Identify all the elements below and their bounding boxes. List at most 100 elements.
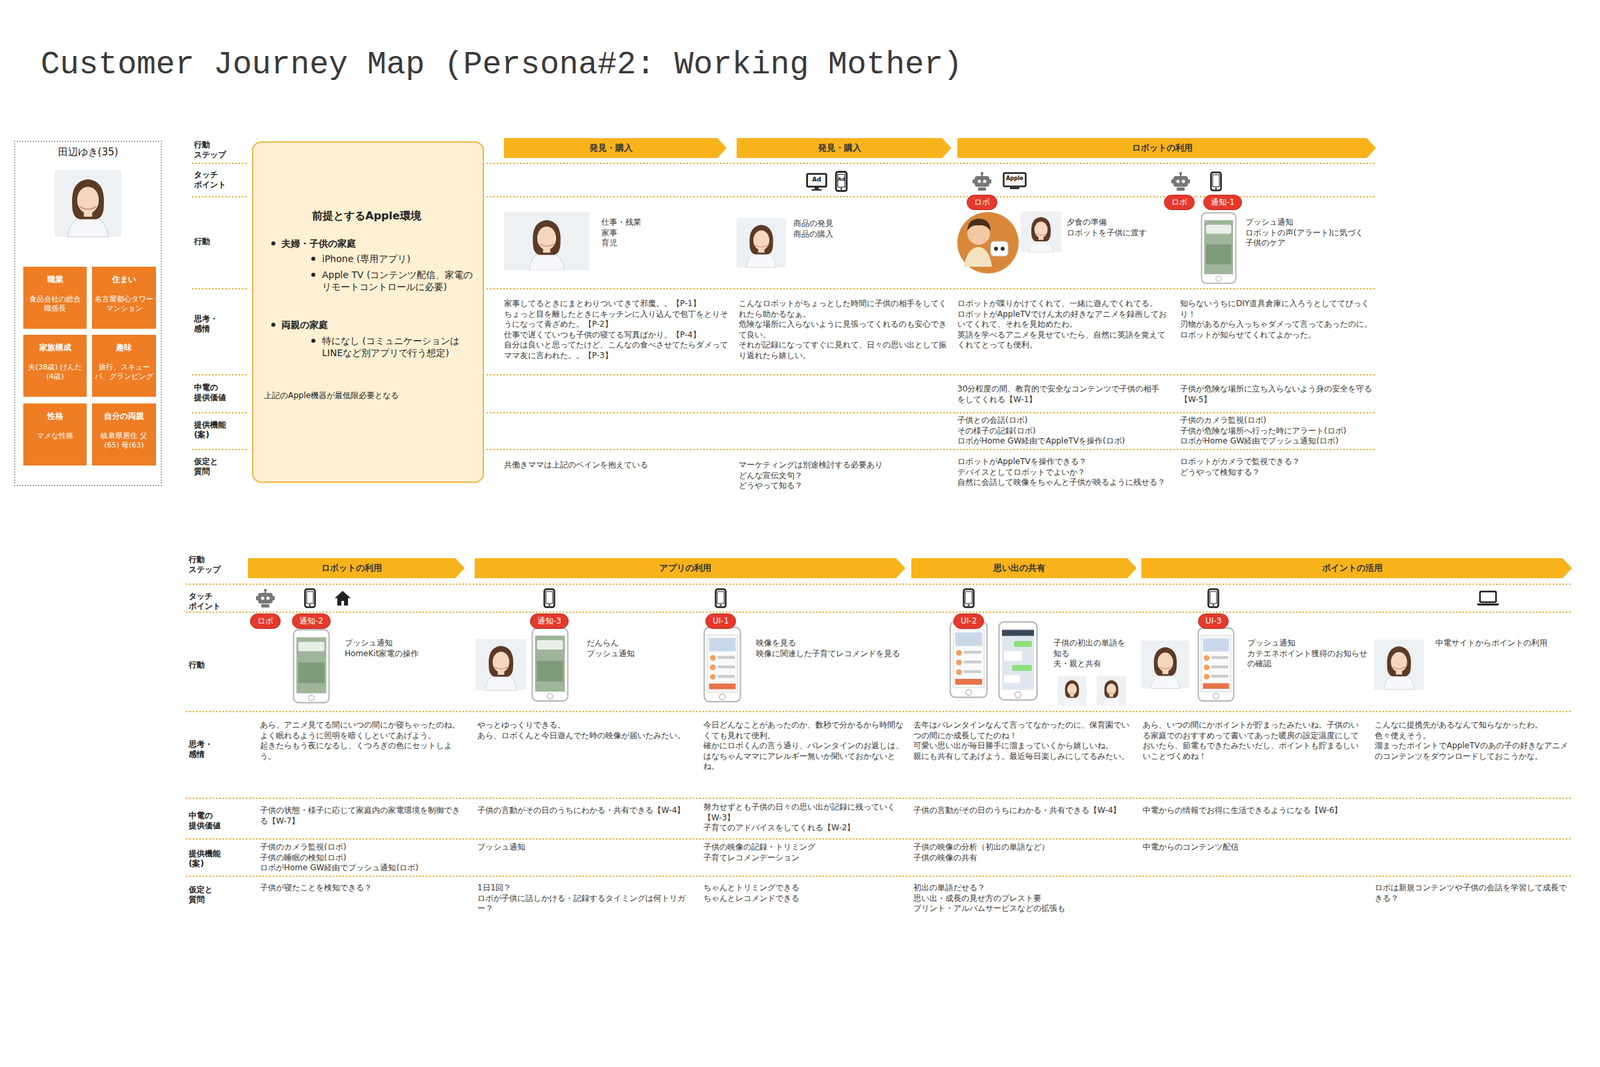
cell-text: ロボは新規コンテンツや子供の会話を学習して成長できる？ [1374,882,1570,904]
cell-text: 子供の映像の分析（初出の単語など）子供の映像の共有 [913,842,1135,863]
cell-text: ロボットがカメラで監視できる？どうやって検知する？ [1180,456,1375,478]
text-line: 子供の言動がその日のうちにわかる・共有できる【W-4】 [477,805,698,816]
text-line: 共働きママは上記のペインを抱えている [504,460,724,471]
text-line: 子供が危険な場所に立ち入らないよう身の安全を守る【W-5】 [1180,384,1375,405]
text-line: ロボットを子供に渡す [1066,228,1172,239]
text-line: プッシュ通知 [586,648,697,660]
node-text: 発見・購入 [736,138,952,158]
node-text: 夫(38歳) けんた(4歳) [26,362,84,382]
row-label: 中電の 提供価値 [194,382,232,403]
node-text: 上記のApple機器が最低限必要となる [264,390,478,402]
cell-text: 中電からの情報でお得に生活できるようになる【W-6】 [1142,805,1366,816]
text-line: 子供との会話(ロボ) [957,415,1174,426]
cell-text: 映像を見る映像に関連した子育てレコメンドを見る [756,638,906,659]
node-text: 前提とするApple環境 [312,209,479,224]
site-photo [1374,639,1424,690]
page-title: Customer Journey Map (Persona#2: Working… [40,46,963,83]
relax-photo [475,638,527,690]
node-text: ロボ [974,195,990,210]
text-line: ロボがHome GW経由でプッシュ通知(ロボ) [1180,436,1375,447]
robot-child-photo [957,212,1019,274]
bullet-dot [311,272,316,277]
touchpoint-badge: UI-2 [953,613,984,629]
text-line: HomeKit家電の操作 [344,648,462,660]
text-line: 中電からの情報でお得に生活できるようになる【W-6】 [1142,805,1366,816]
step-chevron: ロボットの利用 [248,558,465,578]
cell-text: 夕食の準備ロボットを子供に渡す [1066,217,1172,238]
row-label: タッチ ポイント [194,170,232,190]
text-line: 子供の言動がその日のうちにわかる・共有できる【W-4】 [913,805,1135,816]
node-text: 旅行、スキューバ、グランピング [94,362,154,382]
notification-screen [532,628,568,701]
chevron-fill [474,558,906,578]
node-text: 田辺ゆき(35) [15,146,161,159]
text-line: こんなに提携先があるなんて知らなかったわ。 [1374,720,1570,731]
text-line: その様子の記録(ロボ) [957,426,1174,437]
text-line: 努力せずとも子供の日々の思い出が記録に残っていく【W-3】 [703,802,909,823]
text-line: 子育てレコメンデーション [703,852,909,864]
home-icon [334,590,351,606]
cell-text: 家事してるときにまとわりついてきて邪魔。。【P-1】ちょっと目を離したときにキッ… [504,298,729,362]
text-line: 子供の映像の記録・トリミング [703,842,909,853]
text-line: 仕事で遅くていつも子供の寝てる写真ばかり。【P-4】 [504,330,729,341]
row-label: 行動 ステップ [194,140,232,160]
node-text: アプリの利用 [474,558,906,578]
profile-tile: 住まい名古屋都心タワーマンション [92,266,156,329]
chevron-fill [504,138,727,158]
text-line: プリント・アルバムサービスなどの拡張も [913,903,1135,914]
tile-heading: 職業 [47,274,64,286]
text-line: 初出の単語だせる？ [913,882,1135,894]
discover-photo [736,218,786,268]
text-line: 危険な場所に入らないように見張ってくれるのも安心できて良い。 [738,319,951,340]
cell-text: 子供の言動がその日のうちにわかる・共有できる【W-4】 [477,805,698,816]
cell-text: あら、いつの間にかポイントが貯まったみたいね。子供のいる家庭でのおすすめって書い… [1142,720,1366,762]
cell-text: 子供のカメラ監視(ロボ)子供が危険な場所へ行った時にアラート(ロボ)ロボがHom… [1180,415,1375,447]
phone-icon [1211,172,1222,191]
cell-text: 努力せずとも子供の日々の思い出が記録に残っていく【W-3】子育てのアドバイスをし… [703,802,909,834]
phone-icon [716,589,726,608]
text-line: 思い出・成長の見せ方のブレスト要 [913,893,1135,904]
step-chevron: 発見・購入 [736,138,952,158]
text-line: プッシュ通知 [1247,638,1368,649]
text-line: タッチ ポイント [188,591,226,612]
text-line: 仕事・残業 [601,217,715,228]
text-line: 溜まったポイントでAppleTVのあの子の好きなアニメのコンテンツをダウンロード… [1374,740,1570,762]
text-line: 去年はバレンタインなんて言ってなかったのに、保育園でいつの間にか成長してたのね！ [913,720,1135,741]
phone-icon [544,589,555,608]
chat-screen [999,622,1038,700]
profile-tile: 家族構成夫(38歳) けんた(4歳) [23,334,87,397]
cell-text: あら、アニメ見てる間にいつの間にか寝ちゃったのね。よく眠れるように照明を暗くしと… [260,720,464,762]
stressed-photo [518,212,576,270]
family-photo [1057,676,1087,706]
text-line: 親にも共有してあげよう。最近毎日楽しみにしてるみたい。 [913,751,1135,762]
row-label: 行動 [188,660,226,670]
node-text: UI-3 [1205,614,1222,628]
row-label: 中電の 提供価値 [188,810,226,831]
persona-card: 田辺ゆき(35)職業食品会社の総合職係長住まい名古屋都心タワーマンション家族構成… [14,140,162,486]
cell-text: 子供が寝たことを検知できる？ [260,882,464,894]
text-line: 子供の睡眠の検知(ロボ) [260,852,464,864]
cell-text: 子供の状態・様子に応じて家庭内の家電環境を制御できる【W-7】 [260,805,464,826]
step-chevron: ポイントの活用 [1141,558,1572,578]
text-line: 英語を学べるアニメを見せていたら、自然に英語を覚えてくれてとっても便利。 [957,330,1172,351]
text-line: ロボが子供に話しかける・記録するタイミングは何トリガー？ [477,893,698,914]
text-line: 子供が寝たことを検知できる？ [260,882,464,894]
node-text: 発見・購入 [504,138,727,158]
text-line: ロボがHome GW経由でプッシュ通知(ロボ) [260,862,464,874]
cell-text: プッシュ通知カテエネポイント獲得のお知らせの確認 [1247,638,1368,670]
node-text: UI-1 [712,614,729,628]
chevron-fill [736,138,952,158]
text-line: どんな宣伝文句？ [738,470,951,482]
text-line: ロボットが喋りかけてくれて、一緒に遊んでくれてる。 [957,298,1172,310]
robot-icon [972,172,992,191]
tile-heading: 自分の両親 [104,410,144,422]
cell-text: 知らないうちにDIY道具倉庫に入ろうとしててびっくり！刃物があるから入っちゃダメ… [1180,298,1375,340]
text-line: 色々使えそう。 [1374,730,1570,742]
premise-box: 前提とするApple環境夫婦・子供の家庭iPhone (専用アプリ)Apple … [252,141,484,483]
touchpoint-badge: ロボ [250,613,281,629]
text-line: 今日どんなことがあったのか、数秒で分かるから時間なくても見れて便利。 [703,720,909,741]
text-line: 子供の映像の分析（初出の単語など） [913,842,1135,853]
bullet-dot [311,338,316,343]
phone-icon [305,589,316,608]
